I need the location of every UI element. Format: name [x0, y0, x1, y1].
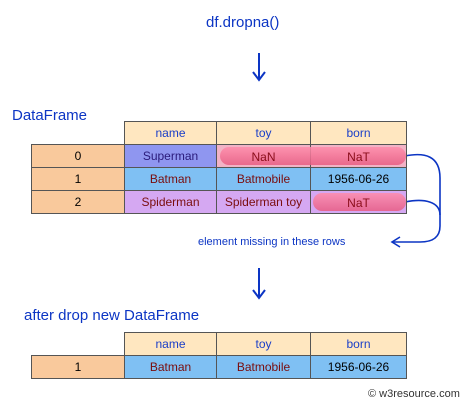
missing-rows-annotation: element missing in these rows — [198, 236, 346, 248]
result-cell-toy-1: Batmobile — [216, 355, 311, 379]
cell-born-1: 1956-06-26 — [310, 167, 407, 191]
cell-name-2: Spiderman — [124, 190, 217, 214]
cell-toy-1: Batmobile — [216, 167, 311, 191]
dataframe-label: DataFrame — [12, 107, 88, 124]
row-index-0: 0 — [31, 144, 125, 168]
result-cell-name-1: Batman — [124, 355, 217, 379]
col-header-born: born — [310, 121, 407, 145]
cell-toy-2: Spiderman toy — [216, 190, 311, 214]
code-title: df.dropna() — [206, 14, 280, 31]
result-dataframe-label: after drop new DataFrame — [24, 307, 200, 324]
down-arrow-top — [252, 53, 266, 82]
col-header-toy: toy — [216, 121, 311, 145]
cell-name-1: Batman — [124, 167, 217, 191]
cell-name-0: Superman — [124, 144, 217, 168]
row-index-2: 2 — [31, 190, 125, 214]
missing-rows-bracket — [390, 153, 441, 248]
missing-highlight-row-2 — [313, 193, 406, 211]
missing-highlight-row-0 — [220, 147, 406, 165]
missing-born-2: NaT — [347, 196, 370, 210]
row-index-1: 1 — [31, 167, 125, 191]
result-row-index-1: 1 — [31, 355, 125, 379]
watermark: © w3resource.com — [368, 388, 460, 400]
missing-born-0: NaT — [347, 150, 370, 164]
missing-toy-0: NaN — [251, 150, 276, 164]
col-header-name: name — [124, 121, 217, 145]
down-arrow-bottom — [252, 268, 266, 300]
result-col-header-toy: toy — [216, 332, 311, 356]
result-col-header-name: name — [124, 332, 217, 356]
result-col-header-born: born — [310, 332, 407, 356]
result-cell-born-1: 1956-06-26 — [310, 355, 407, 379]
